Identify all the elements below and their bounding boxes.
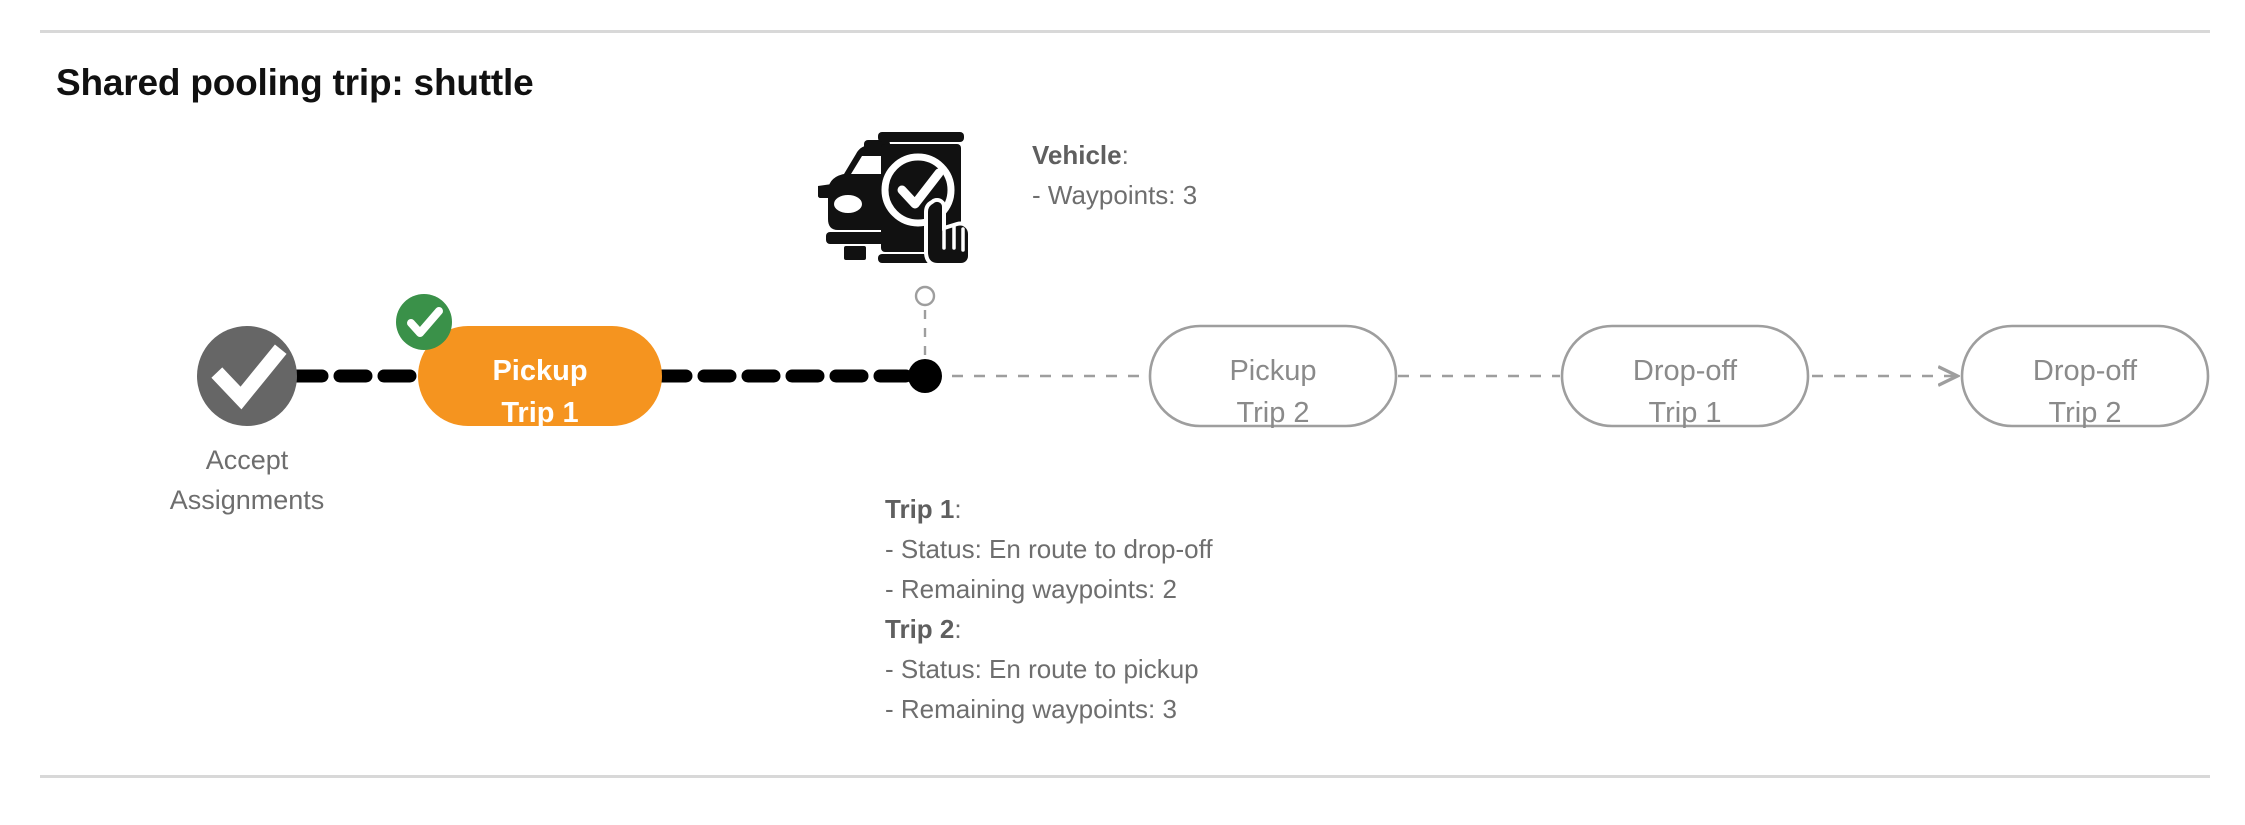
trip1-heading: Trip 1 xyxy=(885,494,955,524)
check-mark-glyph xyxy=(211,344,287,410)
vehicle-info-heading: Vehicle xyxy=(1032,140,1122,170)
pickup-trip-2-label-line2: Trip 2 xyxy=(1236,397,1310,429)
node-pickup-trip-1[interactable] xyxy=(396,294,662,426)
vehicle-info-heading-colon: : xyxy=(1121,140,1129,170)
vehicle-marker-ring xyxy=(914,285,936,307)
vehicle-position-marker xyxy=(908,285,942,393)
trip1-remaining-waypoints: - Remaining waypoints: 2 xyxy=(885,574,1177,604)
node-pickup-trip-2[interactable] xyxy=(1148,324,1398,428)
check-badge-glyph xyxy=(407,307,443,337)
vehicle-info-waypoints: - Waypoints: 3 xyxy=(1032,180,1198,210)
accept-assignments-label: Accept Assignments xyxy=(147,440,347,520)
dropoff-trip-2-label-line1: Drop-off xyxy=(2032,355,2138,387)
vehicle-info-heading-row: Vehicle: xyxy=(1032,135,1197,175)
dropoff-trip-1-label-line2: Trip 1 xyxy=(1648,397,1722,429)
pickup-trip-2-label[interactable]: Pickup Trip 2 xyxy=(1150,350,1396,434)
node-dropoff-trip-2[interactable] xyxy=(1960,324,2210,428)
pickup-trip-2-label-line1: Pickup xyxy=(1229,355,1317,387)
pickup-trip-1-label[interactable]: Pickup Trip 1 xyxy=(418,350,662,434)
trip2-remaining-waypoints: - Remaining waypoints: 3 xyxy=(885,694,1177,724)
check-badge-icon xyxy=(396,294,452,350)
divider-top xyxy=(40,30,2210,33)
pickup-trip-1-pill xyxy=(418,326,662,426)
trip1-heading-colon: : xyxy=(954,494,962,524)
car-phone-check-icon xyxy=(818,132,972,265)
pickup-trip-1-label-line2: Trip 1 xyxy=(501,397,579,429)
dropoff-trip-1-pill xyxy=(1560,324,1810,428)
accept-assignments-label-line1: Accept xyxy=(205,445,289,475)
pickup-trip-1-label-line1: Pickup xyxy=(492,355,588,387)
trip2-heading-row: Trip 2: xyxy=(885,609,1213,649)
trip1-status: - Status: En route to drop-off xyxy=(885,534,1213,564)
dropoff-trip-1-label[interactable]: Drop-off Trip 1 xyxy=(1562,350,1808,434)
page-title: Shared pooling trip: shuttle xyxy=(56,62,534,103)
divider-bottom xyxy=(40,775,2210,778)
accept-assignments-label-line2: Assignments xyxy=(169,485,325,515)
vehicle-marker-dot xyxy=(908,359,942,393)
node-dropoff-trip-1[interactable] xyxy=(1560,324,1810,428)
trip1-heading-row: Trip 1: xyxy=(885,489,1213,529)
dropoff-trip-2-label-line2: Trip 2 xyxy=(2048,397,2122,429)
trip-info-block: Trip 1: - Status: En route to drop-off -… xyxy=(885,489,1213,729)
trip2-heading: Trip 2 xyxy=(885,614,955,644)
vehicle-info-block: Vehicle: - Waypoints: 3 xyxy=(1032,135,1197,215)
dropoff-trip-2-pill xyxy=(1960,324,2210,428)
dropoff-trip-1-label-line1: Drop-off xyxy=(1632,355,1738,387)
pickup-trip-2-pill xyxy=(1148,324,1398,428)
trip2-status: - Status: En route to pickup xyxy=(885,654,1199,684)
dropoff-trip-2-label[interactable]: Drop-off Trip 2 xyxy=(1962,350,2208,434)
node-accept-assignments[interactable] xyxy=(197,326,297,426)
check-circle-icon xyxy=(197,326,297,426)
trip2-heading-colon: : xyxy=(954,614,962,644)
